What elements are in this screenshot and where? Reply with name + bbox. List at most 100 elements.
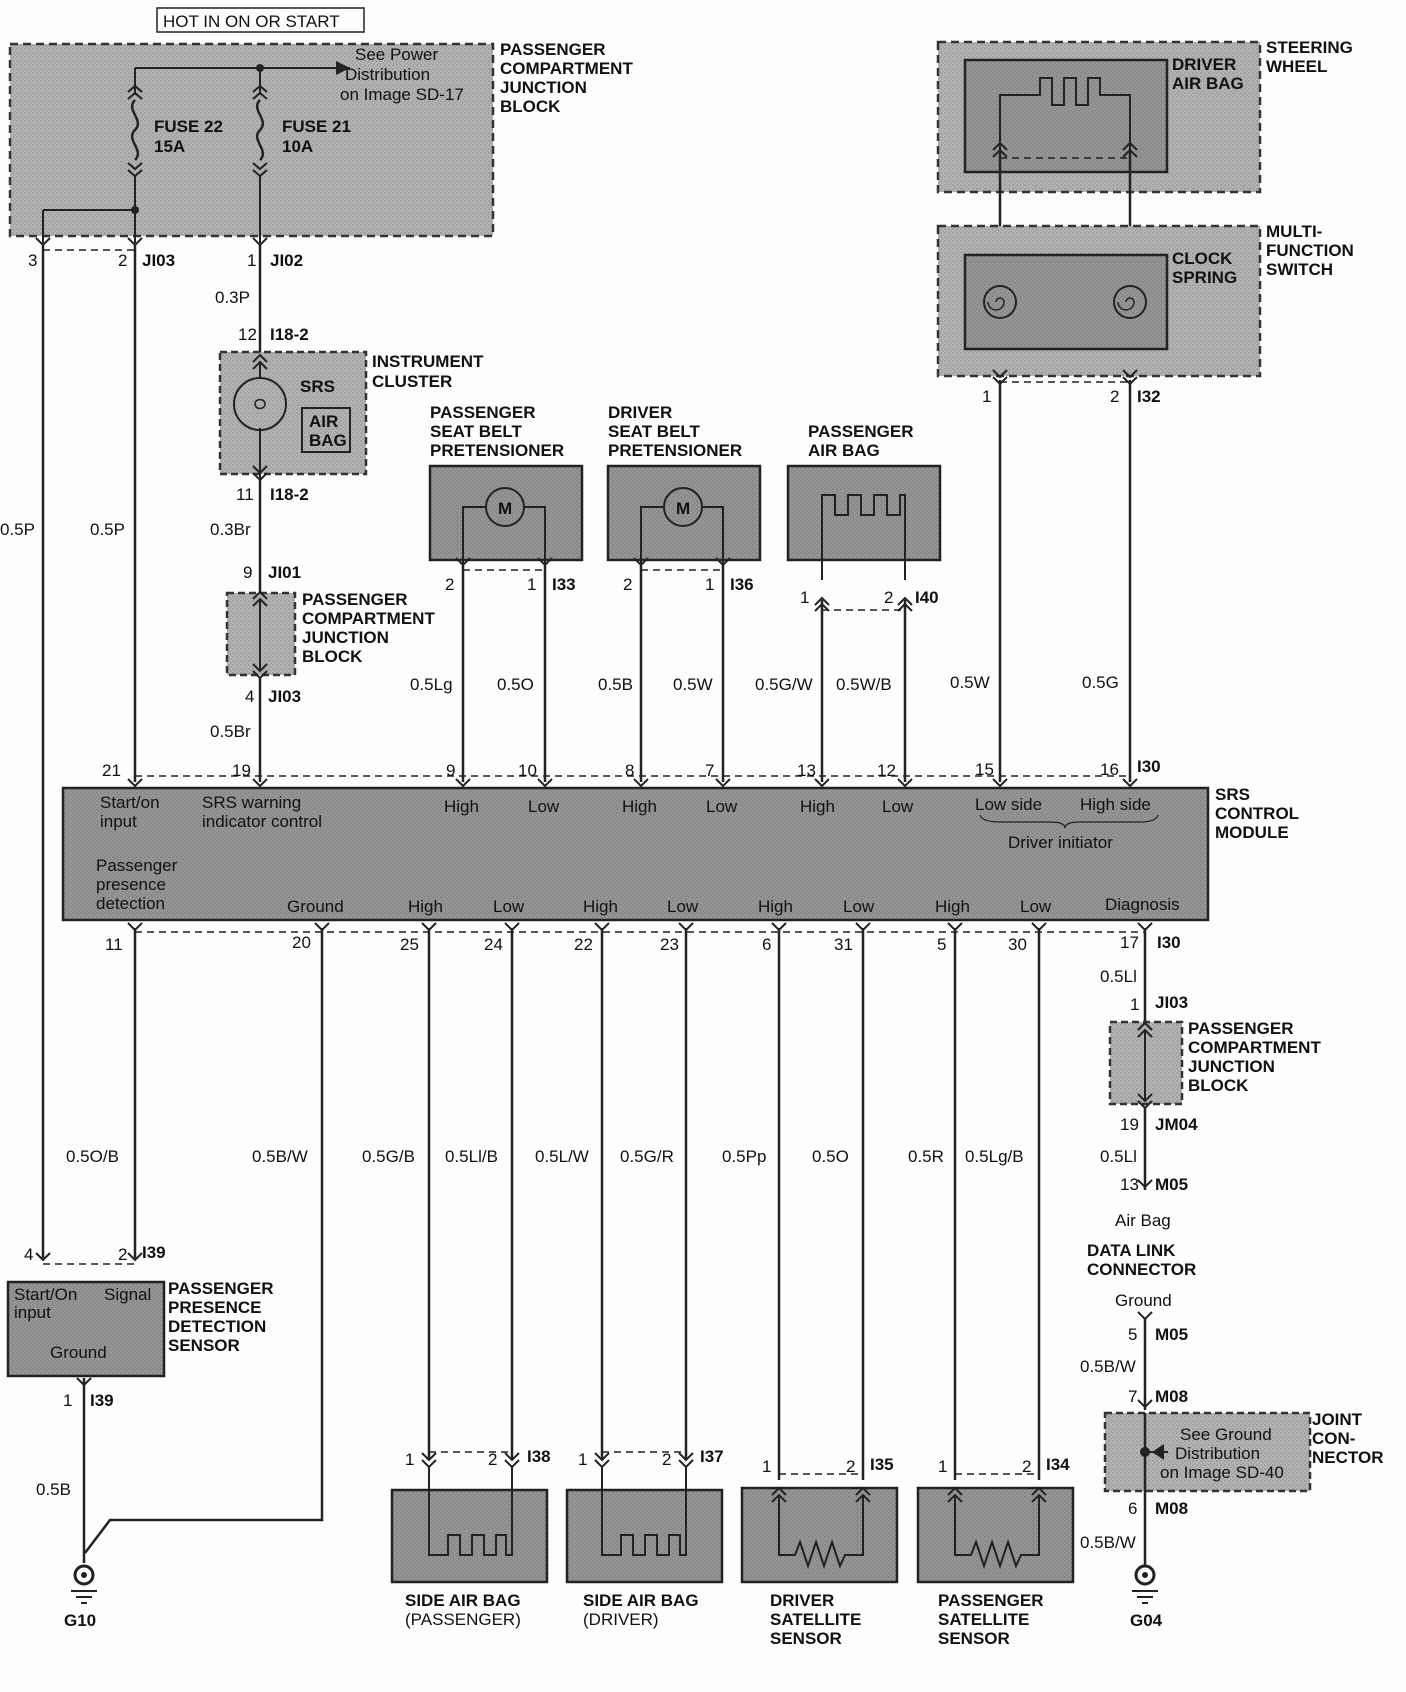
svg-text:0.5B: 0.5B: [36, 1480, 71, 1499]
svg-text:COMPARTMENT: COMPARTMENT: [302, 609, 435, 628]
svg-text:High: High: [444, 797, 479, 816]
connector-j102: JI02: [270, 251, 303, 270]
svg-text:SRS: SRS: [1215, 785, 1250, 804]
resistor-icon: [778, 1495, 864, 1570]
svg-text:0.5W: 0.5W: [950, 673, 990, 692]
svg-text:2: 2: [1110, 387, 1119, 406]
svg-text:7: 7: [1128, 1387, 1137, 1406]
svg-text:PASSENGER: PASSENGER: [500, 40, 606, 59]
see-ground-note: See Ground Distribution on Image SD-40: [1160, 1425, 1284, 1482]
wire-ground-module: [84, 928, 324, 1554]
svg-text:input: input: [14, 1303, 51, 1322]
svg-text:JOINT: JOINT: [1312, 1410, 1363, 1429]
svg-text:I30: I30: [1157, 933, 1181, 952]
svg-text:20: 20: [292, 933, 311, 952]
svg-text:DRIVER: DRIVER: [608, 403, 672, 422]
svg-text:0.5W: 0.5W: [673, 675, 713, 694]
airbag-squib-icon: [821, 494, 906, 580]
svg-text:4: 4: [24, 1245, 33, 1264]
svg-text:I39: I39: [90, 1391, 114, 1410]
svg-text:High: High: [800, 797, 835, 816]
svg-text:I18-2: I18-2: [270, 325, 309, 344]
joint-connector-label: JOINT CON- NECTOR: [1312, 1410, 1383, 1467]
srs-control-module-box: [61, 786, 1210, 922]
fuse-22-label: FUSE 22 15A: [154, 117, 223, 156]
dlc-airbag-pin: Air Bag: [1115, 1211, 1171, 1230]
driver-airbag-label: DRIVER AIR BAG: [1172, 55, 1244, 93]
svg-text:0.5Pp: 0.5Pp: [722, 1147, 766, 1166]
svg-text:1: 1: [405, 1450, 414, 1469]
svg-text:MODULE: MODULE: [1215, 823, 1289, 842]
svg-text:1: 1: [705, 575, 714, 594]
svg-text:0.5Ll/B: 0.5Ll/B: [445, 1147, 498, 1166]
svg-text:Start/on: Start/on: [100, 793, 160, 812]
pps-sensor-label: PASSENGER PRESENCE DETECTION SENSOR: [168, 1279, 274, 1355]
svg-text:SATELLITE: SATELLITE: [938, 1610, 1029, 1629]
pass-belt-label: PASSENGER SEAT BELT PRETENSIONER: [430, 403, 564, 460]
svg-text:I39: I39: [142, 1243, 166, 1262]
svg-text:Start/On: Start/On: [14, 1285, 77, 1304]
svg-text:19: 19: [232, 761, 251, 780]
svg-text:12: 12: [238, 325, 257, 344]
svg-text:2: 2: [1022, 1457, 1031, 1476]
svg-text:I34: I34: [1046, 1455, 1070, 1474]
svg-text:JM04: JM04: [1155, 1115, 1198, 1134]
svg-text:CLUSTER: CLUSTER: [372, 372, 452, 391]
svg-text:JI03: JI03: [268, 687, 301, 706]
svg-text:WHEEL: WHEEL: [1266, 57, 1327, 76]
fuse-21-label: FUSE 21 10A: [282, 117, 351, 156]
svg-text:Low: Low: [1020, 897, 1052, 916]
svg-text:CONTROL: CONTROL: [1215, 804, 1299, 823]
svg-text:Distribution: Distribution: [345, 65, 430, 84]
svg-text:2: 2: [884, 588, 893, 607]
drv-belt-label: DRIVER SEAT BELT PRETENSIONER: [608, 403, 742, 460]
svg-text:BLOCK: BLOCK: [302, 647, 363, 666]
srs-module-top-pins: Start/on input SRS warning indicator con…: [100, 793, 1159, 852]
svg-text:SPRING: SPRING: [1172, 268, 1237, 287]
svg-text:SEAT BELT: SEAT BELT: [430, 422, 523, 441]
svg-text:0.5Br: 0.5Br: [210, 722, 251, 741]
svg-text:10A: 10A: [282, 137, 313, 156]
svg-text:Ground: Ground: [1115, 1291, 1172, 1310]
svg-text:BAG: BAG: [309, 431, 347, 450]
svg-text:JI03: JI03: [1155, 993, 1188, 1012]
svg-text:Low: Low: [493, 897, 525, 916]
svg-text:1: 1: [938, 1457, 947, 1476]
svg-text:JUNCTION: JUNCTION: [302, 628, 389, 647]
svg-text:Low: Low: [528, 797, 560, 816]
svg-text:PASSENGER: PASSENGER: [1188, 1019, 1294, 1038]
svg-text:9: 9: [446, 761, 455, 780]
svg-text:0.5B/W: 0.5B/W: [252, 1147, 308, 1166]
svg-text:0.3P: 0.3P: [215, 288, 250, 307]
svg-text:COMPARTMENT: COMPARTMENT: [500, 59, 633, 78]
svg-text:High: High: [758, 897, 793, 916]
svg-text:DATA LINK: DATA LINK: [1087, 1241, 1176, 1260]
pass-airbag-label: PASSENGER AIR BAG: [808, 422, 914, 460]
svg-text:0.5O: 0.5O: [497, 675, 534, 694]
svg-text:M08: M08: [1155, 1387, 1188, 1406]
svg-text:AIR BAG: AIR BAG: [808, 441, 880, 460]
svg-text:input: input: [100, 812, 137, 831]
svg-text:(DRIVER): (DRIVER): [583, 1610, 659, 1629]
airbag-squib-icon: [428, 1467, 513, 1556]
svg-text:Distribution: Distribution: [1175, 1444, 1260, 1463]
svg-text:9: 9: [243, 563, 252, 582]
svg-text:0.5G/B: 0.5G/B: [362, 1147, 415, 1166]
svg-text:SRS: SRS: [300, 377, 335, 396]
svg-text:1: 1: [982, 387, 991, 406]
joint-connector-box: [1103, 1411, 1312, 1493]
svg-text:2: 2: [445, 575, 454, 594]
svg-text:I35: I35: [870, 1455, 894, 1474]
svg-text:2: 2: [118, 251, 127, 270]
svg-text:BLOCK: BLOCK: [500, 97, 561, 116]
svg-text:M05: M05: [1155, 1175, 1188, 1194]
pcjb-top-label: PASSENGER COMPARTMENT JUNCTION BLOCK: [500, 40, 633, 116]
connector-j103-top: JI03: [142, 251, 175, 270]
svg-text:I18-2: I18-2: [270, 485, 309, 504]
dlc-label: DATA LINK CONNECTOR: [1087, 1241, 1196, 1279]
airbag-indicator-box: [301, 407, 351, 453]
svg-text:presence: presence: [96, 875, 166, 894]
svg-text:PASSENGER: PASSENGER: [168, 1279, 274, 1298]
svg-text:DETECTION: DETECTION: [168, 1317, 266, 1336]
